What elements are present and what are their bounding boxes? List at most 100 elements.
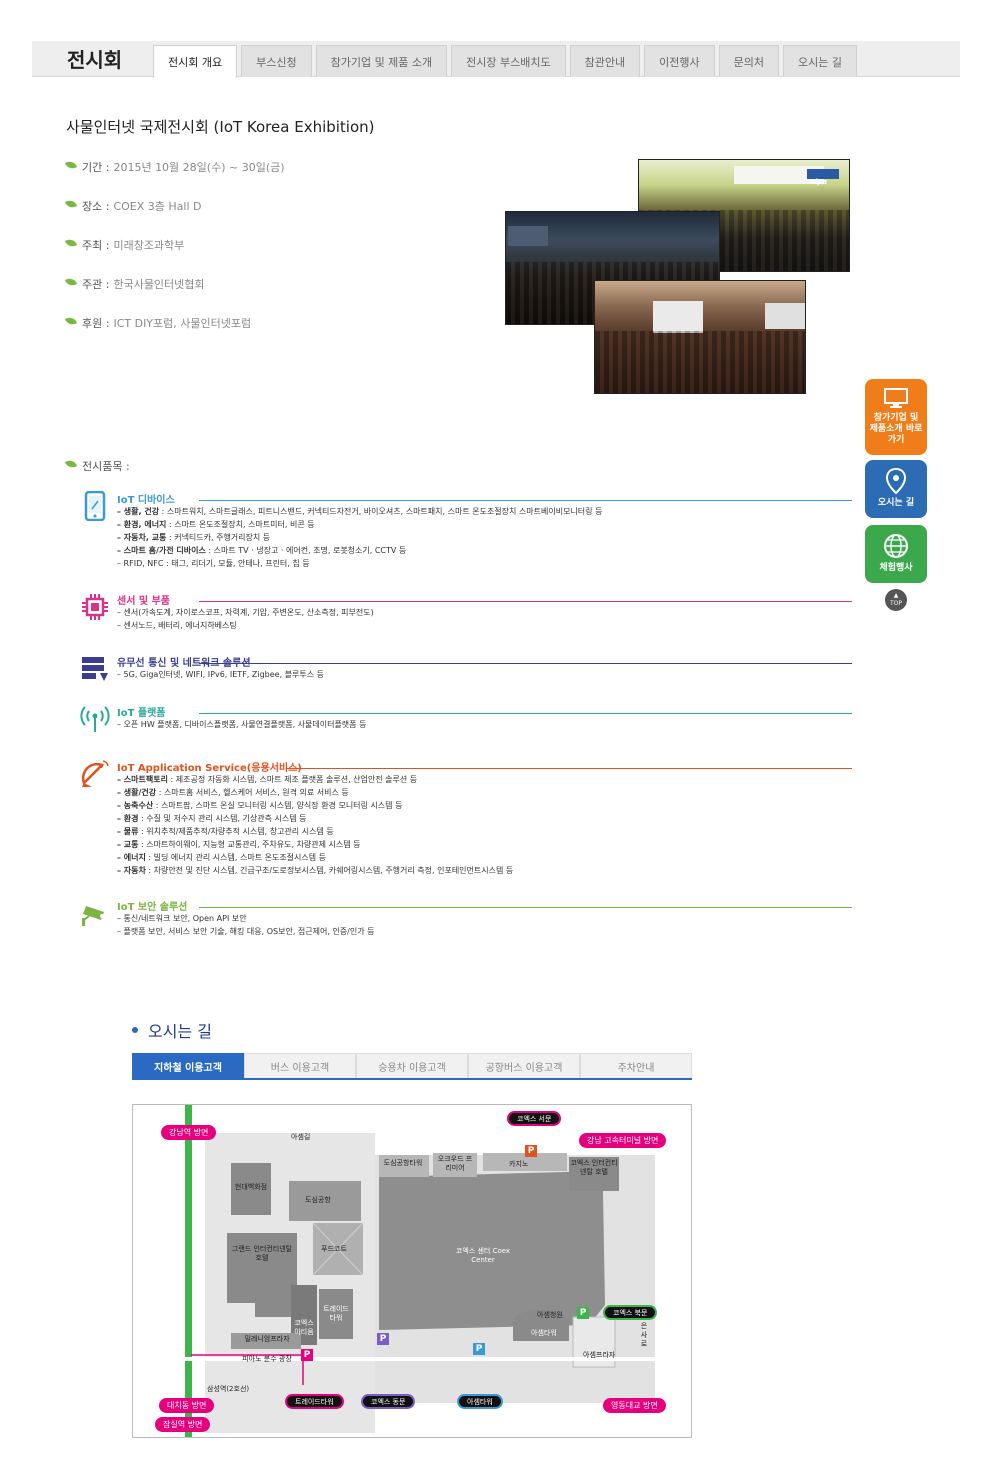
parking-icon: P xyxy=(473,1343,485,1355)
line-text: : 위치추적/제품추적/차량추적 시스템, 창고관리 시스템 등 xyxy=(138,827,334,836)
leaf-bullet-icon xyxy=(64,276,78,288)
tab-directions[interactable]: 오시는 길 xyxy=(782,45,857,77)
category-line: – 에너지 : 빌딩 에너지 관리 시스템, 스마트 온도조절시스템 등 xyxy=(117,851,852,864)
tab-floor-plan[interactable]: 전시장 부스배치도 xyxy=(451,45,566,77)
line-heading: – 자동차 xyxy=(117,866,146,875)
experience-event-button[interactable]: 체험행사 xyxy=(865,525,927,583)
info-host: 주최 :미래창조과학부 xyxy=(64,237,285,276)
tab-bus[interactable]: 버스 이용고객 xyxy=(244,1053,356,1078)
category-body: IoT 디바이스 – 생활, 건강 : 스마트워치, 스마트글래스, 피트니스밴… xyxy=(117,491,852,570)
nipa-logo-text: nipa xyxy=(810,178,828,186)
line-text: – 플랫폼 보안, 서비스 보안 기술, 해킹 대응, OS보안, 접근제어, … xyxy=(117,927,375,936)
gate-coex-west: 코엑스 서문 xyxy=(507,1111,562,1126)
category-lines: – 오픈 HW 플랫폼, 디바이스플랫폼, 사물연결플랫폼, 사물데이터플랫폼 … xyxy=(117,718,852,731)
category-line: – 자동차, 교통 : 커넥티드카, 주행거리장치 등 xyxy=(117,531,852,544)
scroll-top-button[interactable]: ▲TOP xyxy=(885,589,907,611)
map-graphic xyxy=(133,1105,691,1437)
tab-car[interactable]: 승용차 이용고객 xyxy=(356,1053,468,1078)
category-divider xyxy=(287,768,852,769)
parking-icon: P xyxy=(525,1145,537,1157)
items-title: 전시품목 : xyxy=(64,458,130,474)
line-heading: – 자동차, 교통 xyxy=(117,533,167,542)
category-line: – 스마트 홈/가전 디바이스 : 스마트 TV · 냉장고 · 에어컨, 조명… xyxy=(117,544,852,557)
directions-tabs: 지하철 이용고객 버스 이용고객 승용차 이용고객 공항버스 이용고객 주차안내 xyxy=(132,1053,692,1080)
directions-shortcut-button[interactable]: 오시는 길 xyxy=(865,460,927,518)
gate-asem-tower: 아셈타워 xyxy=(457,1394,503,1409)
line-heading: – 환경 xyxy=(117,814,139,823)
coex-map: 아셈길 현대백화점 도심공항 그랜드 인터컨티넨탈 호텔 푸드코트 코엑스 센터… xyxy=(132,1104,692,1438)
directions-shortcut-label: 오시는 길 xyxy=(877,498,915,508)
category-line: – 생활, 건강 : 스마트워치, 스마트글래스, 피트니스밴드, 커넥티드자전… xyxy=(117,505,852,518)
category-line: – 통신/네트워크 보안, Open API 보안 xyxy=(117,912,852,925)
chip-icon xyxy=(82,594,108,620)
category-line: – 5G, Giga인터넷, WIFI, IPv6, IETF, Zigbee,… xyxy=(117,668,852,681)
category-line: – 센서(가속도계, 자이로스코프, 자력계, 기압, 주변온도, 산소측정, … xyxy=(117,606,852,619)
exhibition-headline: 사물인터넷 국제전시회 (IoT Korea Exhibition) xyxy=(66,118,375,136)
info-value: COEX 3층 Hall D xyxy=(113,200,202,213)
direction-jamsil-station: 잠실역 방면 xyxy=(155,1417,211,1432)
parking-icon: P xyxy=(301,1349,313,1361)
tab-parking[interactable]: 주차안내 xyxy=(580,1053,692,1078)
category-line: – 오픈 HW 플랫폼, 디바이스플랫폼, 사물연결플랫폼, 사물데이터플랫폼 … xyxy=(117,718,852,731)
line-text: : 스마트 온도조절장치, 스마트미터, 비콘 등 xyxy=(166,520,315,529)
nipa-logo: nipa xyxy=(807,169,839,186)
category-line: – 센서노드, 배터리, 에너지하베스팅 xyxy=(117,619,852,632)
category-line: – 환경 : 수질 및 저수지 관리 시스템, 기상관측 시스템 등 xyxy=(117,812,852,825)
map-label-hyundai: 현대백화점 xyxy=(234,1183,268,1191)
category-line: – 교통 : 스마트하이웨이, 지능형 교통관리, 주차유도, 차량관제 시스템… xyxy=(117,838,852,851)
category-divider xyxy=(199,601,852,602)
map-label-trade-tower: 트레이드 타워 xyxy=(323,1305,349,1322)
exhibitors-shortcut-button[interactable]: 참가기업 및 제품소개 바로 가기 xyxy=(865,379,927,455)
line-text: : 스마트워치, 스마트글래스, 피트니스밴드, 커넥티드자전거, 바이오셔츠,… xyxy=(159,507,603,516)
location-pin-icon xyxy=(885,468,907,494)
category-title: 유무선 통신 및 네트워크 솔루션 xyxy=(117,658,251,669)
category-body: IoT 보안 솔루션 – 통신/네트워크 보안, Open API 보안 – 플… xyxy=(117,898,852,938)
line-text: – 통신/네트워크 보안, Open API 보안 xyxy=(117,914,247,923)
direction-daechi: 대치동 방면 xyxy=(159,1398,215,1413)
direction-yeongdong-bridge: 영동대교 방면 xyxy=(603,1398,666,1413)
category-body: IoT 플랫폼 – 오픈 HW 플랫폼, 디바이스플랫폼, 사물연결플랫폼, 사… xyxy=(117,704,852,731)
line-heading: – 에너지 xyxy=(117,853,146,862)
info-sponsor: 후원 :ICT DIY포럼, 사물인터넷포럼 xyxy=(64,315,285,354)
category-line: – RFID, NFC : 태그, 리더기, 모듈, 안테나, 프린터, 칩 등 xyxy=(117,557,852,570)
category-body: 센서 및 부품 – 센서(가속도계, 자이로스코프, 자력계, 기압, 주변온도… xyxy=(117,592,852,632)
category-divider xyxy=(199,907,852,908)
tab-contact[interactable]: 문의처 xyxy=(718,45,779,77)
category-line: – 물류 : 위치추적/제품추적/차량추적 시스템, 창고관리 시스템 등 xyxy=(117,825,852,838)
map-label-casino: 카지노 xyxy=(509,1160,529,1168)
category-lines: – 통신/네트워크 보안, Open API 보안 – 플랫폼 보안, 서비스 … xyxy=(117,912,852,938)
tab-booth-application[interactable]: 부스신청 xyxy=(241,45,312,77)
info-period: 기간 :2015년 10월 28일(수) ~ 30일(금) xyxy=(64,159,285,198)
conference-screen xyxy=(765,303,805,329)
conference-screen xyxy=(653,301,703,333)
tab-exhibitors[interactable]: 참가기업 및 제품 소개 xyxy=(315,45,448,77)
info-key: 주관 : xyxy=(82,278,110,291)
map-label-fountain-square: 피아노 분수 광장 xyxy=(242,1355,292,1363)
bullet-dot-icon xyxy=(132,1027,138,1033)
category-body: IoT Application Service(응용서비스) – 스마트팩토리 … xyxy=(117,759,852,877)
tab-airport-bus[interactable]: 공항버스 이용고객 xyxy=(468,1053,580,1078)
gate-coex-east: 코엑스 동문 xyxy=(361,1394,416,1409)
info-value: 2015년 10월 28일(수) ~ 30일(금) xyxy=(113,161,285,174)
line-text: : 수질 및 저수지 관리 시스템, 기상관측 시스템 등 xyxy=(138,814,307,823)
info-value: 한국사물인터넷협회 xyxy=(113,278,205,291)
directions-title-text: 오시는 길 xyxy=(148,1022,212,1041)
direction-gangnam-station: 강남역 방면 xyxy=(161,1125,217,1140)
tab-overview[interactable]: 전시회 개요 xyxy=(153,45,238,78)
category-line: – 생활/건강 : 스마트홈 서비스, 헬스케어 서비스, 원격 의료 서비스 … xyxy=(117,786,852,799)
gate-trade-tower: 트레이드타워 xyxy=(285,1394,344,1409)
info-value: 미래창조과학부 xyxy=(113,239,185,252)
tab-subway[interactable]: 지하철 이용고객 xyxy=(132,1053,244,1078)
category-lines: – 5G, Giga인터넷, WIFI, IPv6, IETF, Zigbee,… xyxy=(117,668,852,681)
booth-banner xyxy=(734,166,824,184)
tab-visitor-guide[interactable]: 참관안내 xyxy=(569,45,641,77)
map-label-millennium-plaza: 밀레니엄프라자 xyxy=(244,1335,290,1343)
tab-previous-events[interactable]: 이전행사 xyxy=(644,45,715,77)
info-venue: 장소 :COEX 3층 Hall D xyxy=(64,198,285,237)
info-key: 주최 : xyxy=(82,239,110,252)
direction-express-terminal: 강남 고속터미널 방면 xyxy=(579,1133,667,1148)
monitor-icon xyxy=(884,388,908,408)
category-divider xyxy=(199,663,852,664)
line-text: – 5G, Giga인터넷, WIFI, IPv6, IETF, Zigbee,… xyxy=(117,670,325,679)
info-value: ICT DIY포럼, 사물인터넷포럼 xyxy=(113,317,252,330)
